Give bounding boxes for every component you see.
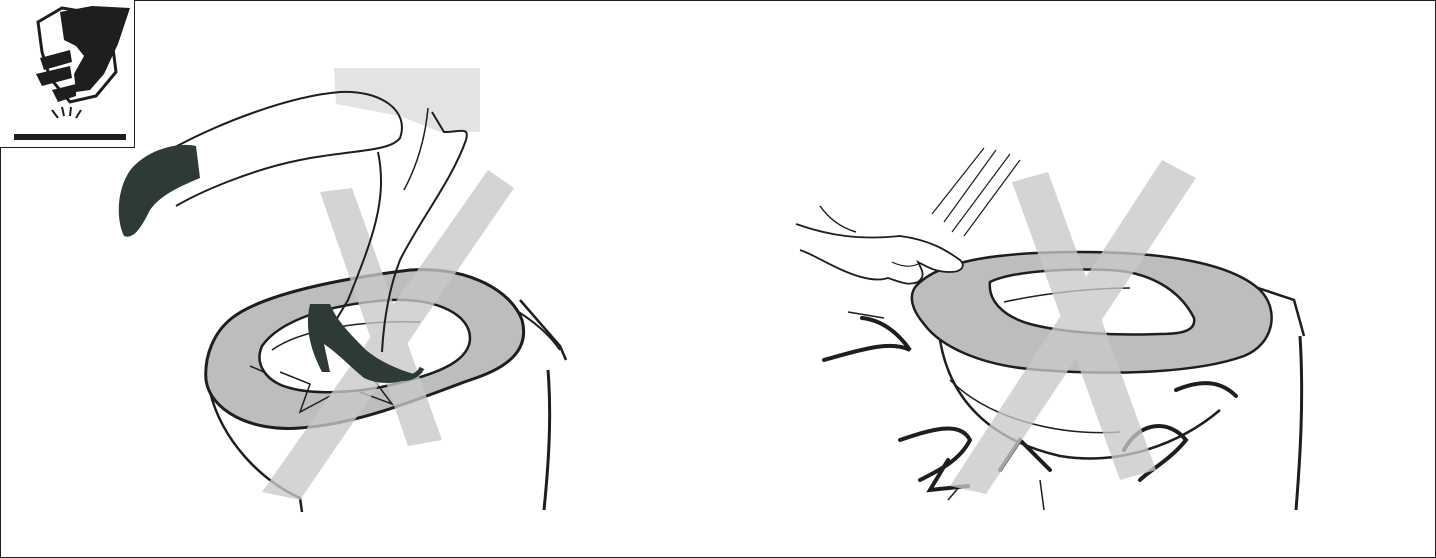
- shoe-icon: [119, 145, 200, 237]
- panel-stand-on-seat: [119, 68, 566, 512]
- panel-slam-seat-lid: [796, 148, 1304, 510]
